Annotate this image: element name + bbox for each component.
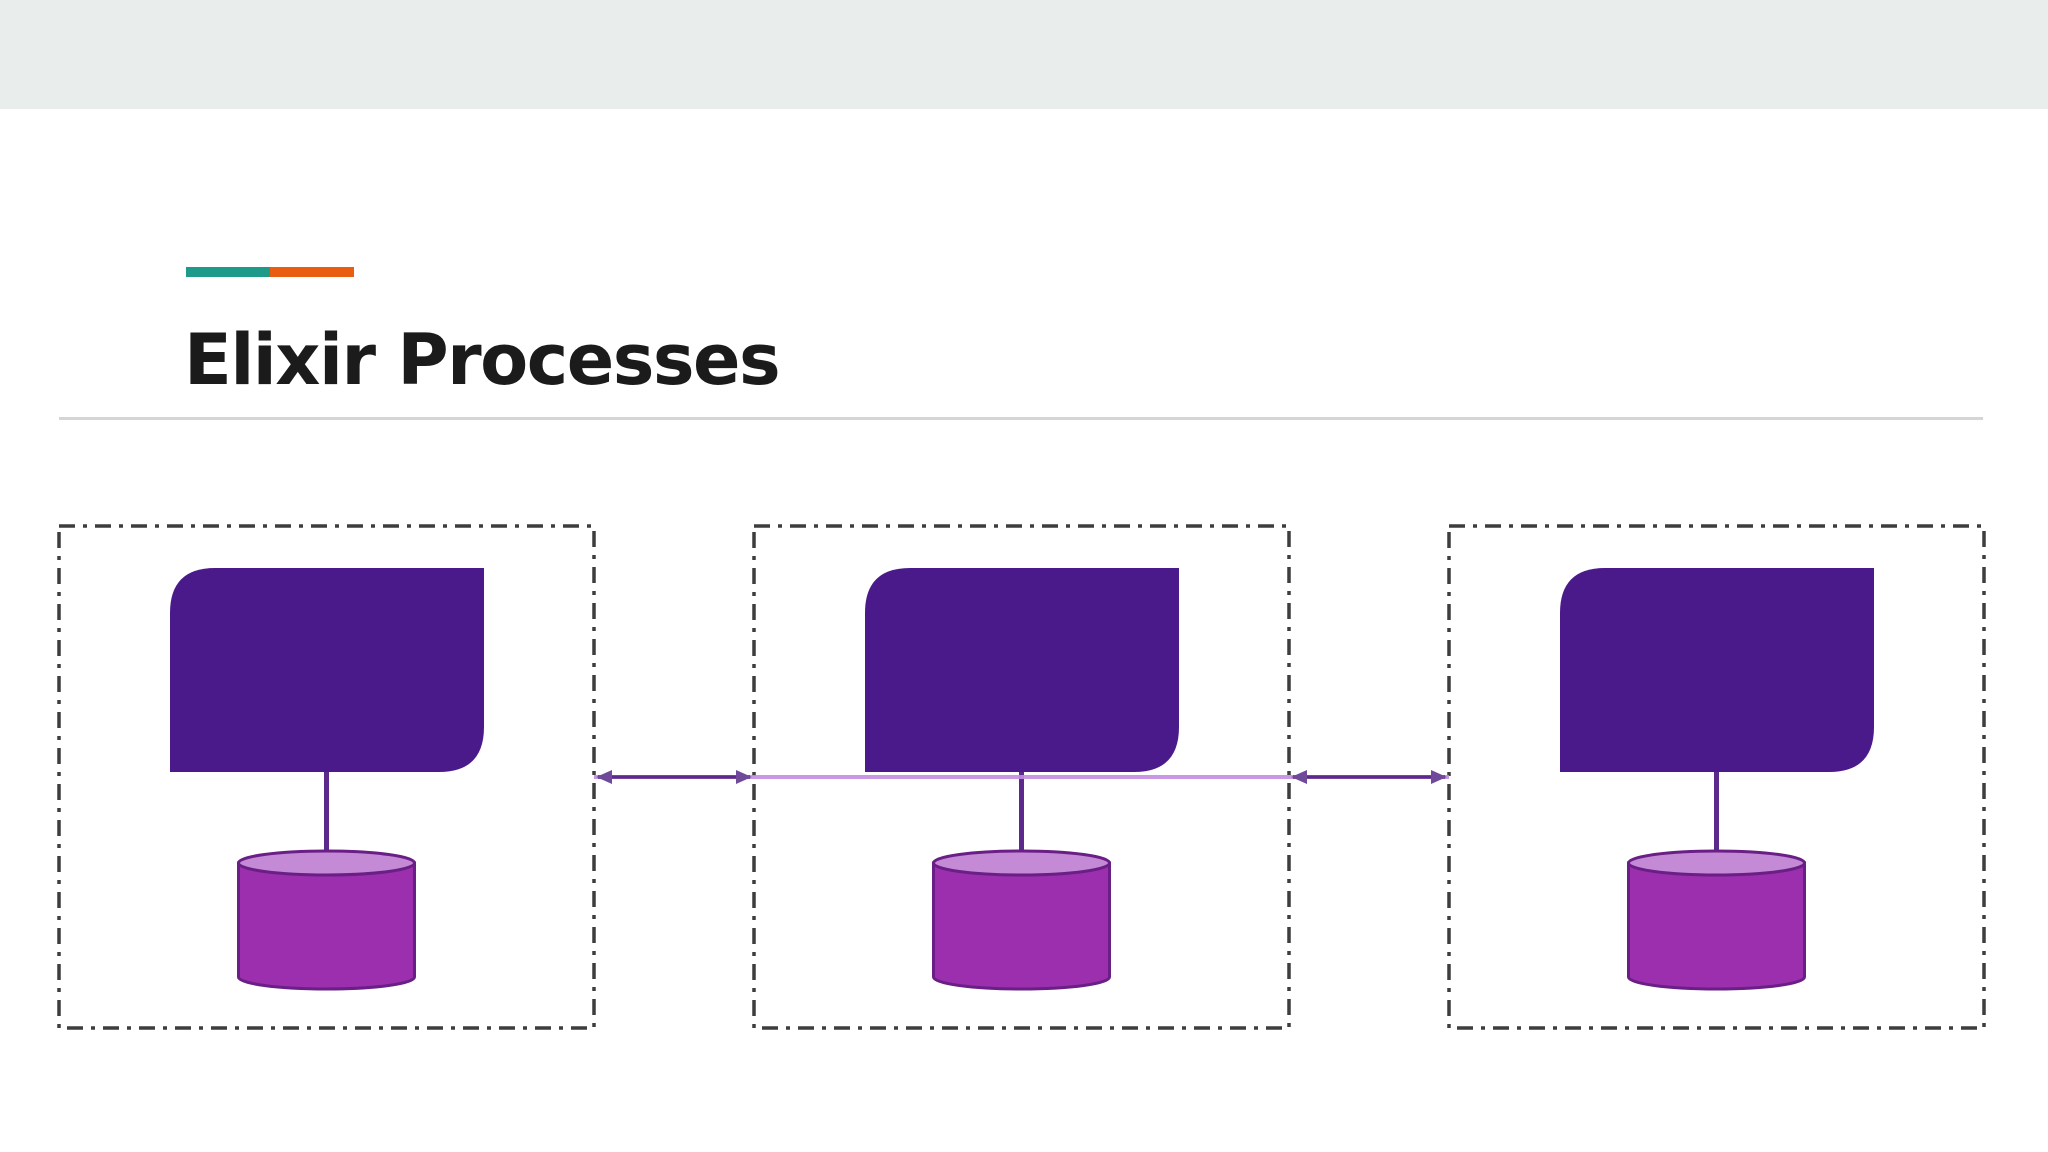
accent-segment-orange (270, 267, 354, 277)
database-cylinder-icon (932, 849, 1111, 991)
database-cylinder-icon (237, 849, 416, 991)
process-nodes (57, 524, 1986, 1030)
process-boundary (1447, 524, 1986, 1030)
title-divider (59, 417, 1983, 420)
process-node (752, 524, 1291, 1030)
process-card-icon (865, 568, 1179, 772)
process-card-icon (1560, 568, 1874, 772)
title-accent-bar (186, 267, 354, 277)
process-boundary (752, 524, 1291, 1030)
process-node (1447, 524, 1986, 1030)
process-node (57, 524, 596, 1030)
process-card-icon (170, 568, 484, 772)
database-cylinder-icon (1627, 849, 1806, 991)
header-band (0, 0, 2048, 109)
process-boundary (57, 524, 596, 1030)
page-title: Elixir Processes (184, 319, 781, 401)
accent-segment-teal (186, 267, 270, 277)
